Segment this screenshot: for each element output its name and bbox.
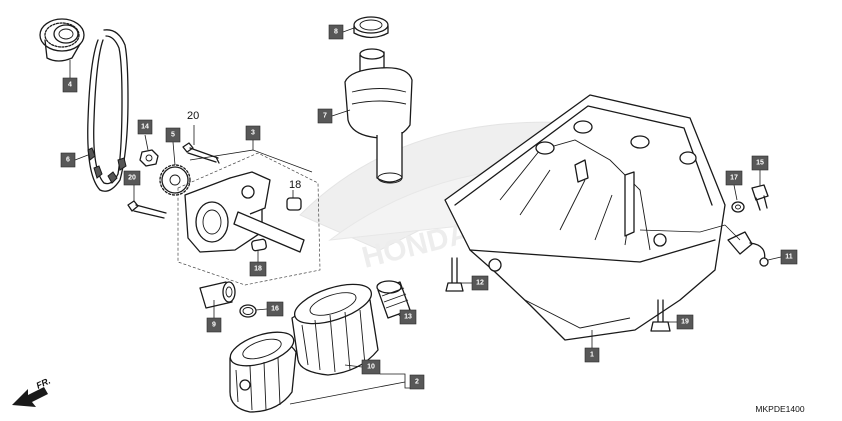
drive-sprocket[interactable] [39,18,85,62]
front-direction-indicator: FR. [12,376,52,407]
callout-11[interactable]: 11 [780,249,798,265]
callout-12[interactable]: 12 [471,275,489,291]
oil-pump-sprocket[interactable] [159,164,191,196]
callout-13[interactable]: 13 [399,309,417,325]
callout-18[interactable]: 18 [249,261,267,277]
svg-text:8: 8 [334,29,338,36]
leader-lines [69,27,782,405]
callout-17[interactable]: 17 [725,170,743,186]
callout-5[interactable]: 5 [165,127,181,143]
sprocket-bolt[interactable] [139,149,159,167]
callout-14[interactable]: 14 [137,119,153,135]
svg-text:7: 7 [323,113,327,120]
svg-text:11: 11 [785,254,793,261]
label-pin-18: 18 [289,179,301,191]
oil-pan[interactable] [444,94,726,341]
svg-text:19: 19 [681,319,689,326]
joint-collar[interactable] [199,281,236,309]
svg-text:1: 1 [590,352,594,359]
oil-strainer[interactable] [344,48,413,184]
pump-bolt-upper[interactable] [182,142,220,164]
drain-bolt[interactable] [751,184,769,211]
callout-8[interactable]: 8 [328,24,344,40]
svg-text:9: 9 [212,322,216,329]
cam-chain[interactable] [87,29,129,192]
oil-filter-cartridge[interactable] [290,276,379,376]
sensor-clip[interactable] [727,231,769,267]
svg-text:10: 10 [367,364,375,371]
svg-text:5: 5 [171,132,175,139]
callout-3[interactable]: 3 [245,125,261,141]
callout-9[interactable]: 9 [206,317,222,333]
oil-cooler-bolt[interactable] [376,280,411,319]
o-ring[interactable] [239,304,257,318]
callout-20[interactable]: 20 [123,170,141,186]
svg-text:16: 16 [271,306,279,313]
callout-2[interactable]: 2 [409,374,425,390]
front-direction-label: FR. [35,376,52,391]
pump-bolt-lower[interactable] [127,200,167,219]
svg-text:15: 15 [756,160,764,167]
svg-text:14: 14 [141,124,149,131]
oil-filter-cartridge-2[interactable] [226,325,297,413]
callout-10[interactable]: 10 [361,359,381,375]
callout-16[interactable]: 16 [266,301,284,317]
oil-pump-assembly[interactable] [177,152,321,286]
sealing-washer[interactable] [731,201,745,213]
diagram-code: MKPDE1400 [755,404,804,414]
pan-bolt-12[interactable] [445,257,464,292]
callout-4[interactable]: 4 [62,77,78,93]
label-bolt-20: 20 [187,110,199,122]
svg-text:20: 20 [128,175,136,182]
front-arrow-icon [12,387,48,407]
callout-15[interactable]: 15 [751,155,769,171]
svg-text:13: 13 [404,314,412,321]
svg-text:6: 6 [66,157,70,164]
svg-text:18: 18 [254,266,262,273]
svg-text:4: 4 [68,82,72,89]
oil-strainer-seal[interactable] [353,16,389,39]
callout-7[interactable]: 7 [317,108,333,124]
callout-19[interactable]: 19 [676,314,694,330]
svg-text:2: 2 [415,379,419,386]
svg-text:12: 12 [476,280,484,287]
svg-text:3: 3 [251,130,255,137]
callout-1[interactable]: 1 [584,347,600,363]
callout-6[interactable]: 6 [60,152,76,168]
svg-text:17: 17 [730,175,738,182]
pan-bolt-19[interactable] [650,299,671,332]
